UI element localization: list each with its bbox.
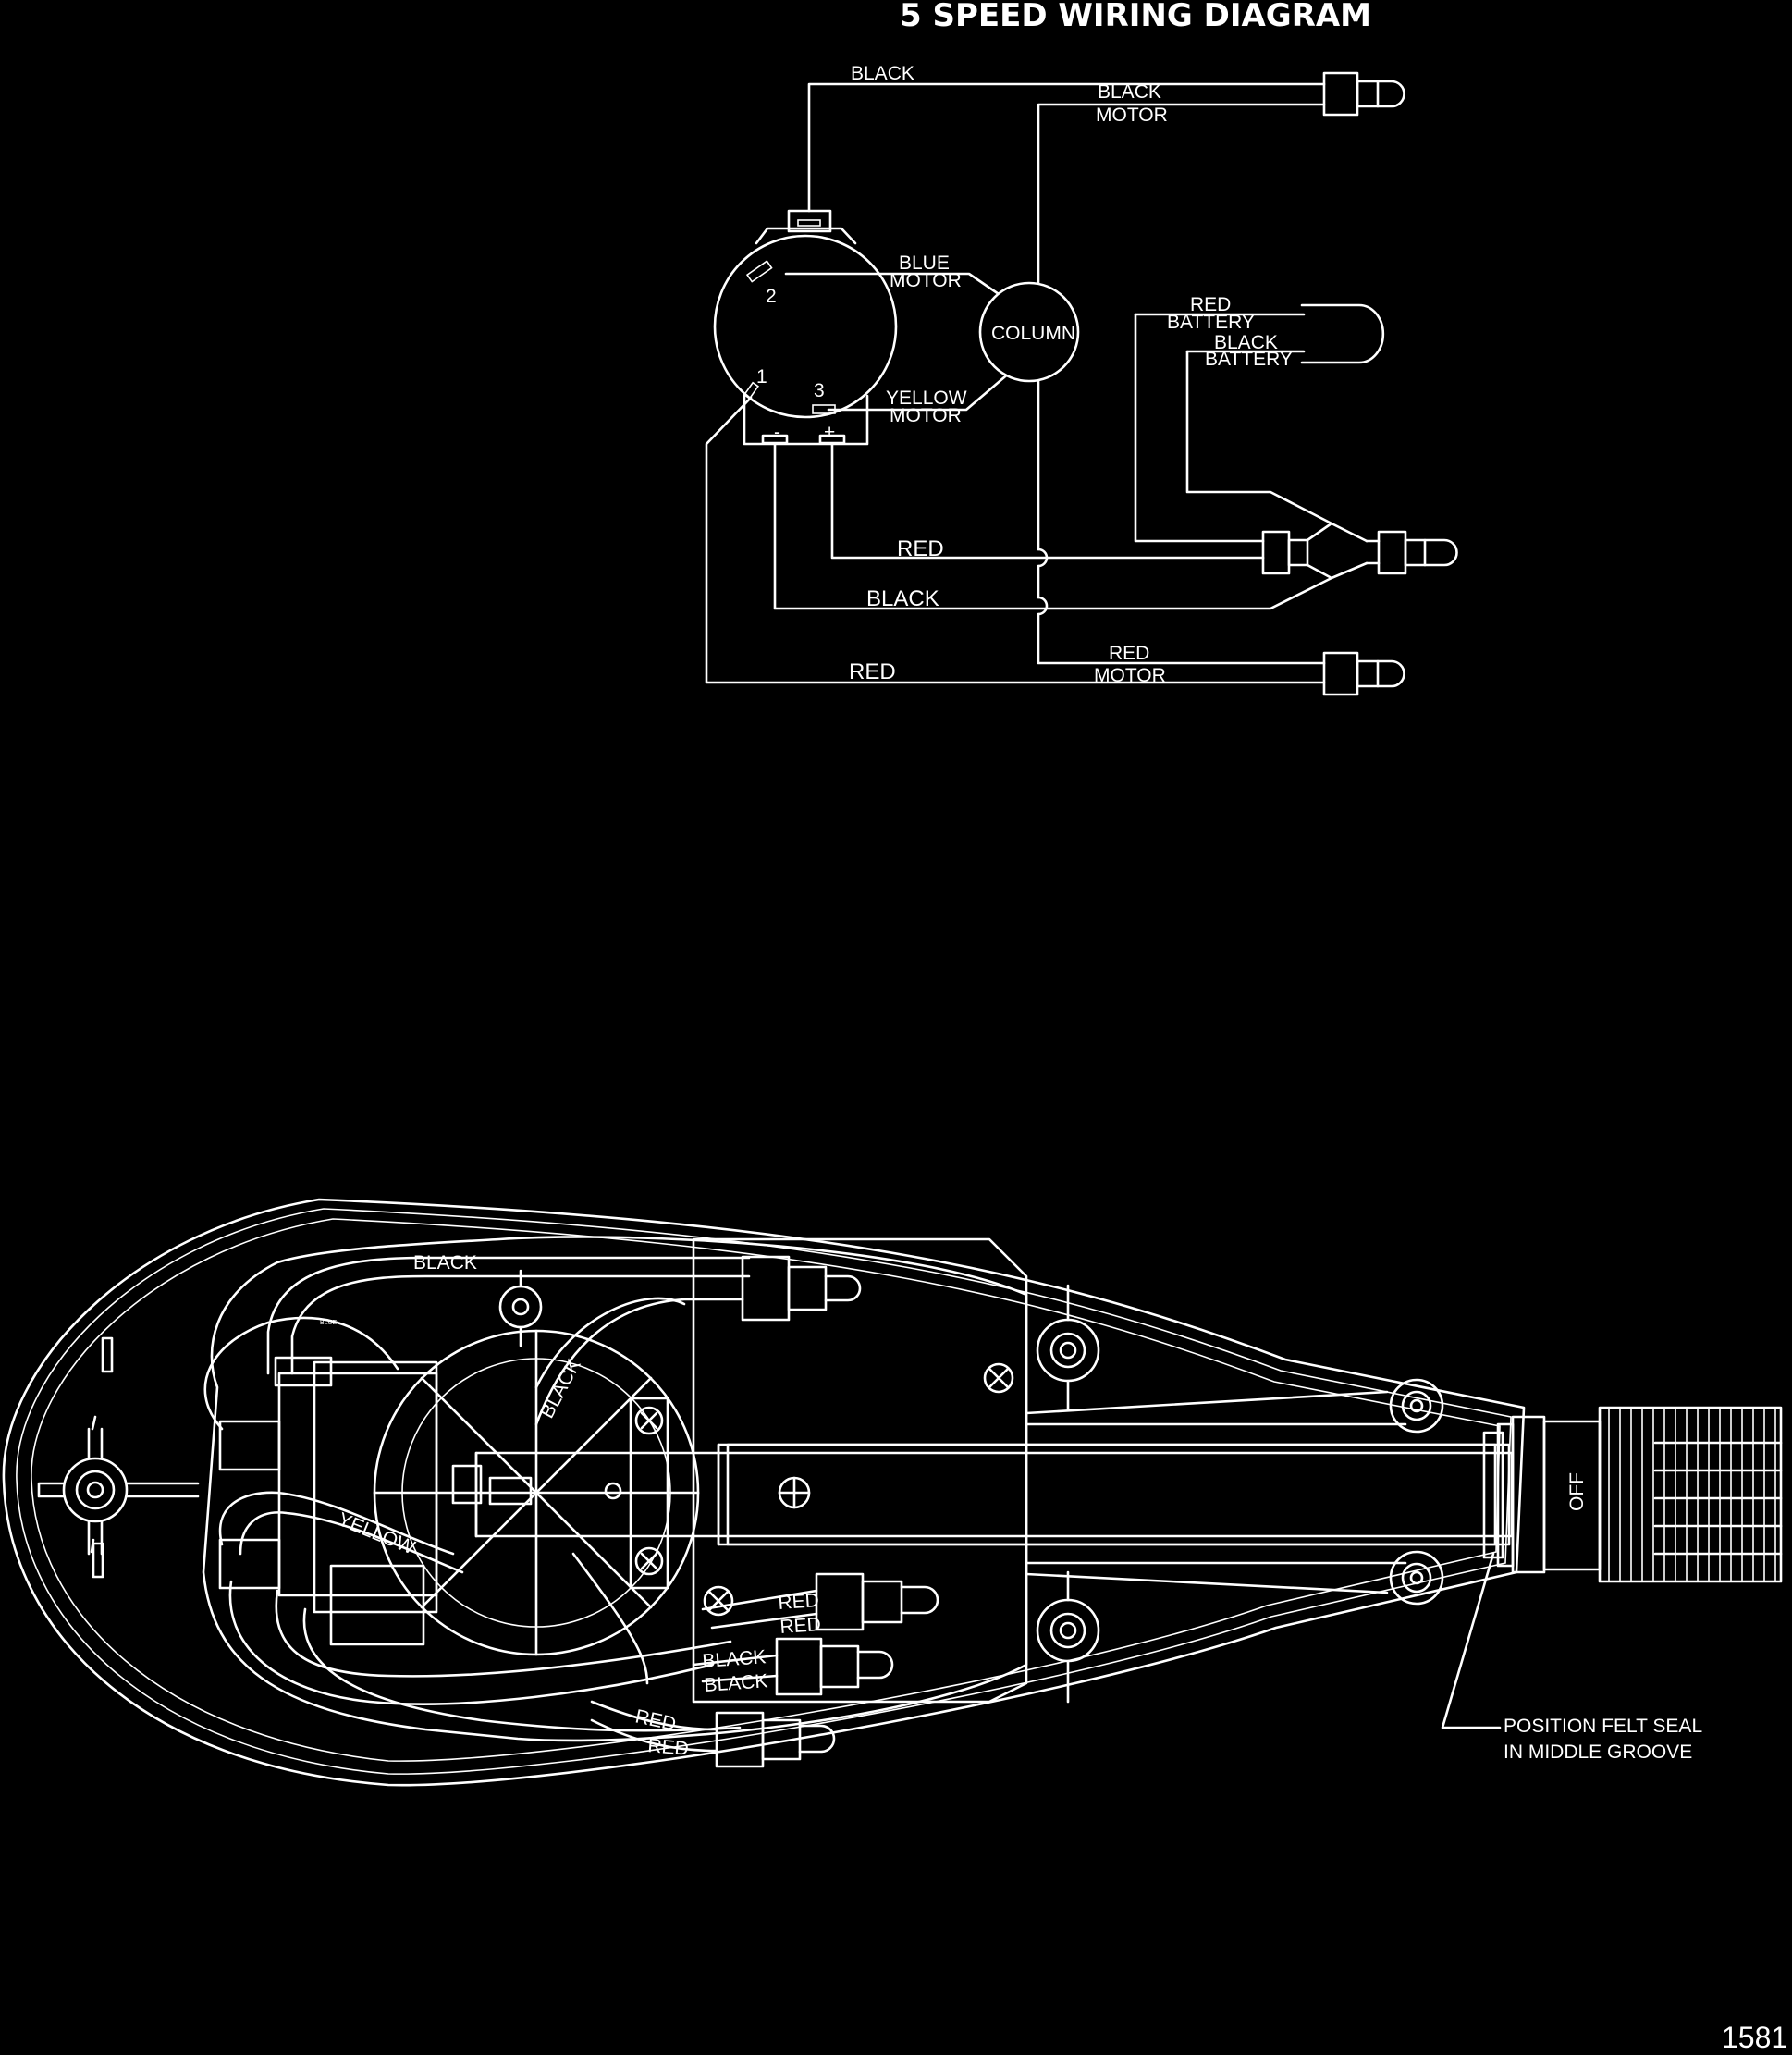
label-red-2: RED bbox=[779, 1614, 822, 1638]
harness-red-lower bbox=[701, 1589, 818, 1630]
wire-black-top bbox=[807, 82, 1326, 213]
schematic: BLACK MOTOR BLACK 2 1 3 - + BLUE MOTOR Y… bbox=[705, 63, 1458, 696]
label-black-mid: BLACK bbox=[866, 586, 939, 611]
column-label: COLUMN bbox=[991, 323, 1075, 344]
lower-plug-red-2 bbox=[715, 1711, 836, 1768]
wire-black-battery-lead bbox=[1185, 350, 1333, 525]
terminal-minus: - bbox=[774, 422, 780, 443]
off-label: OFF bbox=[1566, 1472, 1588, 1511]
tube-screw bbox=[778, 1476, 811, 1509]
control-head-assembly: BLACK BLUE BLACK bbox=[2, 1198, 1783, 1787]
housing-inner-outline-2 bbox=[31, 1218, 1501, 1762]
y-connector bbox=[1261, 522, 1458, 580]
label-black-battery-1: BLACK bbox=[1214, 332, 1278, 353]
plate-screw-bottom bbox=[703, 1585, 734, 1617]
column-trunk bbox=[1037, 103, 1326, 665]
label-red-motor-1: RED bbox=[1109, 643, 1149, 664]
wire-red-battery-lead bbox=[1134, 313, 1265, 543]
terminal-1: 1 bbox=[756, 366, 767, 388]
wire-red-switch bbox=[830, 442, 1265, 560]
label-blue-small: BLUE bbox=[320, 1320, 338, 1326]
black-motor-plug bbox=[1322, 71, 1405, 117]
shaft-pin bbox=[488, 1476, 533, 1506]
top-stud bbox=[498, 1269, 543, 1347]
label-blue-2: MOTOR bbox=[890, 270, 962, 291]
inner-cavity bbox=[202, 1236, 1028, 1742]
mount-boss-neck-lower bbox=[1389, 1550, 1444, 1606]
label-red-mid: RED bbox=[897, 536, 944, 561]
mount-boss-neck-upper bbox=[1389, 1378, 1444, 1434]
battery-connector bbox=[1134, 303, 1385, 364]
assembly-black-plug bbox=[741, 1255, 862, 1322]
switch-block bbox=[218, 1356, 438, 1646]
mount-boss-upper bbox=[1036, 1284, 1100, 1412]
column-circle bbox=[978, 281, 1080, 383]
harness-yellow-2 bbox=[239, 1511, 464, 1574]
harness-loop-left-4 bbox=[302, 1607, 742, 1732]
harness-red-lower-2 bbox=[590, 1700, 718, 1753]
lower-plug-black bbox=[775, 1637, 894, 1696]
label-black: BLACK bbox=[413, 1252, 477, 1274]
callout-leader bbox=[1441, 1552, 1502, 1729]
label-black-battery-2: BATTERY bbox=[1205, 349, 1293, 370]
label-red-motor-2: MOTOR bbox=[1094, 665, 1166, 686]
wire-blue-motor bbox=[784, 272, 1000, 296]
wire-crossover-hops bbox=[1037, 548, 1049, 616]
pivot-hub bbox=[37, 1427, 200, 1556]
terminal-3: 3 bbox=[814, 380, 825, 401]
label-red-4: RED bbox=[647, 1735, 690, 1760]
neck-rails bbox=[1025, 1390, 1407, 1594]
plate-screw-top bbox=[983, 1362, 1014, 1394]
label-red-1: RED bbox=[778, 1590, 820, 1614]
mount-boss-lower bbox=[1036, 1570, 1100, 1704]
harness-loop-left-3 bbox=[275, 1589, 732, 1678]
label-black-diag: BLACK bbox=[536, 1356, 585, 1422]
label-blue-1: BLUE bbox=[899, 252, 950, 274]
label-red-battery-2: BATTERY bbox=[1167, 312, 1255, 333]
label-yellow-1: YELLOW bbox=[886, 388, 967, 409]
harness-loop-left bbox=[203, 1316, 399, 1431]
harness-loop-left-2 bbox=[228, 1580, 714, 1705]
label-black-top: BLACK bbox=[851, 63, 914, 84]
lower-plug-red bbox=[815, 1572, 939, 1631]
terminal-plus: + bbox=[824, 422, 835, 443]
harness-yellow bbox=[218, 1491, 455, 1556]
label-black-motor-1: BLACK bbox=[1098, 81, 1161, 103]
harness-black-top-2 bbox=[290, 1274, 751, 1375]
motor-shaft-tube bbox=[451, 1443, 1514, 1546]
housing-inner-outline bbox=[16, 1208, 1512, 1775]
red-motor-plug bbox=[1322, 651, 1405, 696]
terminal-2: 2 bbox=[766, 286, 777, 307]
drive-hub bbox=[373, 1297, 700, 1685]
label-yellow-2: MOTOR bbox=[890, 405, 962, 426]
label-red-battery-1: RED bbox=[1190, 294, 1231, 315]
diagram-title: 5 SPEED WIRING DIAGRAM bbox=[900, 0, 1371, 34]
figure-number: 1581 bbox=[1722, 2021, 1787, 2054]
threaded-tube bbox=[1598, 1406, 1783, 1583]
label-red-bottom: RED bbox=[849, 659, 896, 684]
harness-black-lower bbox=[692, 1654, 779, 1683]
housing-outline bbox=[2, 1198, 1526, 1787]
shaft-clamp bbox=[629, 1397, 669, 1590]
label-black-motor-2: MOTOR bbox=[1096, 105, 1168, 126]
label-black-1: BLACK bbox=[702, 1646, 767, 1672]
callout-line-1: POSITION FELT SEAL bbox=[1504, 1716, 1702, 1737]
bracket-plate bbox=[692, 1237, 1028, 1704]
shaft-screw bbox=[604, 1482, 622, 1500]
callout-line-2: IN MIDDLE GROOVE bbox=[1504, 1741, 1692, 1763]
harness-black-top bbox=[266, 1256, 751, 1375]
harness-black-diag bbox=[534, 1298, 744, 1426]
wire-red-terminal1 bbox=[705, 396, 1326, 684]
wire-black-switch bbox=[773, 442, 1333, 610]
label-black-2: BLACK bbox=[704, 1670, 768, 1696]
